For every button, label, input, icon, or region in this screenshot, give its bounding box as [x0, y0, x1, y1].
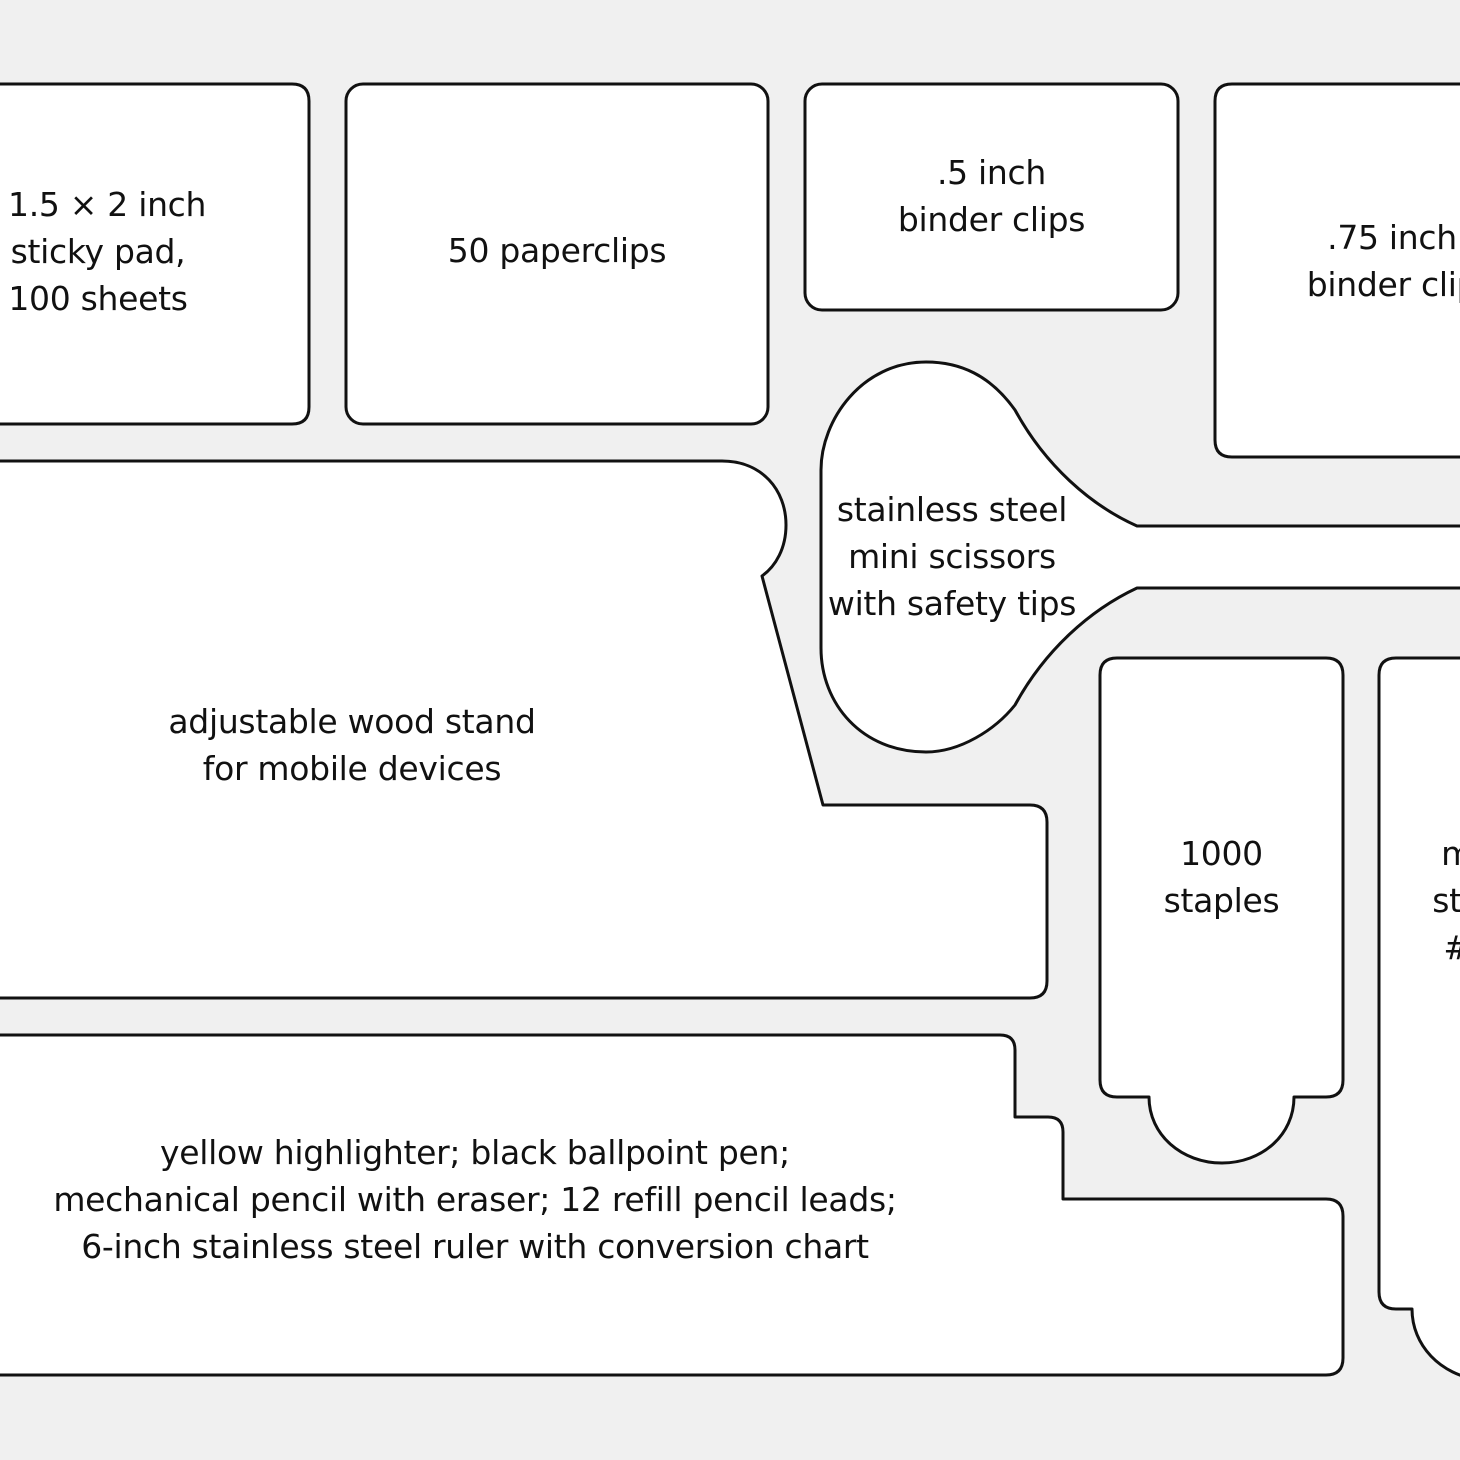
sticky-pad-compartment [0, 82, 311, 426]
scissors-compartment [819, 360, 1460, 754]
half-inch-binder-clips-compartment [803, 82, 1180, 312]
partial-right-label: m sta # [1432, 834, 1460, 967]
half-inch-binder-clips-label: .5 inch binder clips [897, 153, 1086, 239]
pens-ruler-label: yellow highlighter; black ballpoint pen;… [53, 1133, 897, 1266]
partial-right-compartment [1377, 656, 1460, 1377]
wood-stand-compartment [0, 459, 1049, 1000]
sticky-pad-label: 1.5 × 2 inch sticky pad, 100 sheets [8, 185, 207, 318]
paperclips-compartment [344, 82, 770, 426]
staples-label: 1000 staples [1163, 834, 1280, 920]
three-quarter-inch-binder-clips-compartment [1213, 82, 1460, 459]
pens-ruler-compartment [0, 1033, 1345, 1377]
three-quarter-inch-binder-clips-label: .75 inch binder clip [1306, 218, 1460, 304]
wood-stand-label: adjustable wood stand for mobile devices [168, 702, 536, 788]
paperclips-label: 50 paperclips [447, 231, 667, 270]
scissors-label: stainless steel mini scissors with safet… [827, 490, 1077, 623]
staples-compartment [1098, 656, 1345, 1165]
